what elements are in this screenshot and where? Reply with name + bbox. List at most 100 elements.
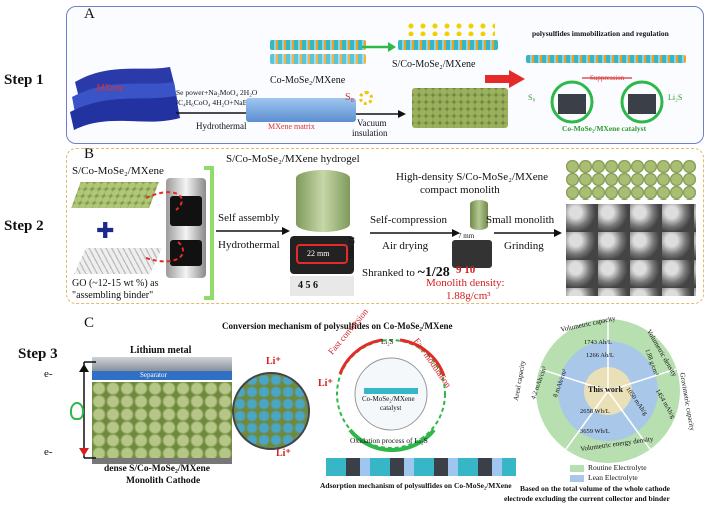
polysulfide-title: polysulfides immobilization and regulati… (532, 29, 669, 38)
shrank-prefix: Shranked to (362, 267, 418, 279)
adsorption-strip (326, 458, 516, 476)
vial-liquid-bottom (170, 240, 202, 266)
conversion-cycle (336, 338, 446, 452)
air-drying-label: Air drying (382, 240, 429, 252)
shrank-value: ~1/28 (417, 265, 450, 280)
catalyst-label: Co-MoSe₂/MXene catalyst (562, 124, 647, 133)
step2-arrow-1 (216, 227, 290, 235)
v-1743: 1743 Ah/L (584, 339, 612, 346)
circuit-wires (79, 361, 96, 459)
sem-image (566, 204, 696, 296)
reagents-line1: Se power+Na₂MoO₄ 2H₂O (176, 88, 258, 97)
go-line1: GO (~12-15 wt %) as (72, 278, 159, 289)
ruler-910: 9 10 (456, 264, 476, 276)
panel-b-letter: B (84, 146, 95, 162)
green-arrow-step1 (362, 42, 396, 52)
vial-liquid (170, 196, 202, 226)
plus-sign: ✚ (96, 218, 115, 243)
panel-a-letter: A (84, 6, 95, 22)
li2s-label: Li₂S (668, 93, 683, 102)
step1-arrow-2 (356, 110, 406, 118)
monolith-photo (452, 240, 492, 268)
cathode-base (92, 458, 232, 464)
footnote-line1: Based on the total volume of the whole c… (520, 484, 670, 493)
zoom-circle (232, 372, 310, 450)
bulb-icon (70, 402, 84, 420)
adsorption-title: Adsorption mechanism of polysulfides on … (320, 481, 512, 490)
red-arrow-step1 (485, 70, 525, 88)
co-mose2-mxene-label: Co-MoSe₂/MXene (270, 75, 346, 86)
e-top-label: e- (44, 368, 53, 380)
self-assembly-label: Self assembly (218, 212, 280, 224)
s-co-mose2-mxene-label: S/Co-MoSe₂/MXene (392, 59, 476, 70)
radar-center: This work (588, 385, 623, 394)
cathode-layer (92, 382, 232, 458)
high-density-line2: compact monolith (420, 184, 500, 196)
s8-label: S₈ (345, 92, 355, 103)
v-2658: 2658 Wh/L (580, 408, 610, 415)
li-plus-a: Li⁺ (266, 356, 281, 367)
s8-right-label: S₈ (528, 93, 536, 102)
mxene-sheets-illustration (70, 67, 180, 130)
footnote-line2: electrode excluding the current collecto… (504, 494, 670, 503)
small-monolith-label: Small monolith (486, 214, 555, 226)
small-monolith-cylinder (470, 200, 488, 230)
panel-b (66, 148, 704, 304)
mxene-label: MXene (96, 83, 125, 94)
density-label: Monolith density: (426, 277, 505, 289)
step2-label: Step 2 (4, 218, 44, 234)
co-mose2-lattice (270, 40, 366, 50)
mxene-matrix-block (246, 98, 356, 122)
li2s-top-label: Li₂S (381, 338, 394, 346)
s-co-mose2-lattice (398, 40, 498, 50)
size-12mm: 12 mm (347, 236, 356, 259)
lithium-metal-layer (92, 357, 232, 371)
green-bracket (204, 166, 214, 300)
step1-arrow-1 (176, 109, 256, 117)
legend-lean-swatch (570, 475, 584, 482)
hydrogel-photo (290, 236, 354, 274)
step2-arrow-2 (370, 229, 460, 237)
hydrogel-title: S/Co-MoSe₂/MXene hydrogel (226, 153, 360, 165)
step2-arrow-3 (494, 229, 562, 237)
cathode-line1: dense S/Co-MoSe₂/MXene (104, 464, 211, 474)
s-co-mose2-mxene-label-b: S/Co-MoSe₂/MXene (72, 165, 164, 177)
high-density-line1: High-density S/Co-MoSe₂/MXene (396, 171, 549, 183)
hydrogel-cylinder (296, 170, 350, 232)
panel-c-letter: C (84, 315, 95, 331)
ruler-456-label: 4 5 6 (298, 280, 318, 291)
li-plus-c: Li⁺ (276, 448, 291, 459)
legend-lean-label: Lean Electrolyte (588, 473, 638, 482)
legend-routine-swatch (570, 465, 584, 472)
e-bottom-label: e- (44, 446, 53, 458)
catalyst-line1: Co-MoSe₂/MXene (362, 395, 415, 403)
legend-routine-label: Routine Electrolyte (588, 463, 647, 472)
go-line2: "assembling binder" (72, 290, 154, 301)
hydrothermal-label-1: Hydrothermal (196, 121, 247, 131)
s-co-mose2-block (412, 88, 508, 128)
reagents-line2: /C₄H₆CoO₄ 4H₂O+NaBH₄ (176, 98, 256, 107)
co-mose2-lattice-2 (270, 54, 366, 64)
monolith-spheres (566, 160, 696, 200)
step3-label: Step 3 (18, 346, 58, 362)
oxidation-label: Oxidation process of Li₂S (350, 436, 428, 445)
size-7mm: 7 mm (458, 232, 475, 240)
separator-layer (92, 371, 232, 380)
grinding-label: Grinding (504, 240, 544, 252)
hydrogel-photo-ring (296, 244, 348, 264)
radar-chart (536, 319, 680, 463)
shrank-label: Shranked to ~1/28 (362, 265, 450, 281)
self-compression-label: Self-compression (370, 214, 447, 226)
step1-label: Step 1 (4, 72, 44, 88)
hydrothermal-label-2: Hydrothermal (218, 239, 280, 251)
vacuum-label: Vacuum (357, 118, 387, 128)
polysulfide-lattice (526, 55, 686, 63)
li-plus-b: Li⁺ (318, 378, 333, 389)
catalyst-line2: catalyst (380, 404, 402, 412)
conversion-title: Conversion mechanism of polysulfides on … (222, 321, 453, 331)
size-22mm: 22 mm (307, 249, 330, 258)
cathode-line2: Monolith Cathode (126, 476, 201, 486)
insulation-label: insulation (352, 128, 388, 138)
separator-label: Separator (140, 371, 167, 379)
v-3659: 3659 Wh/L (580, 428, 610, 435)
